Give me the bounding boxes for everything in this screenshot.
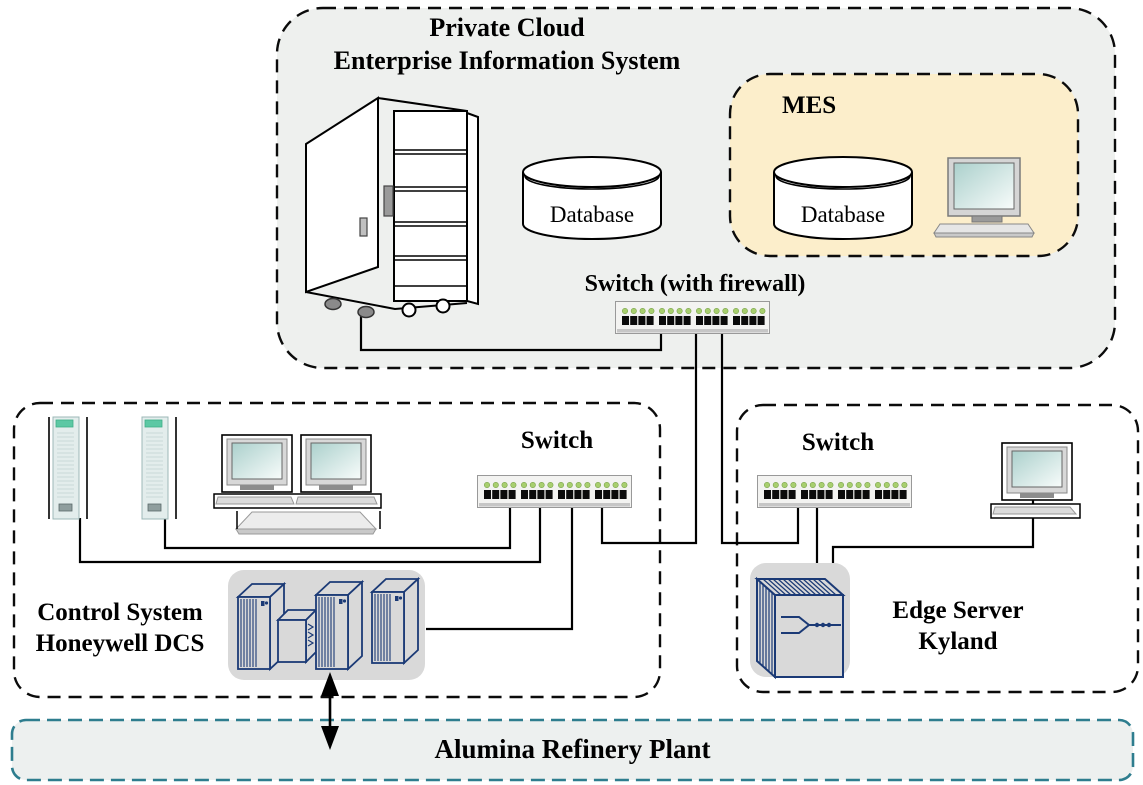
firewall-switch-icon [616,302,770,334]
cloud-title-line1: Private Cloud [429,13,585,42]
cloud-title-line2: Enterprise Information System [333,45,681,75]
edge-server-label: Edge Server Kyland [856,595,1060,658]
control-switch-label: Switch [520,427,594,454]
edge-server-icon [750,563,850,680]
database-label: Database [549,202,635,227]
engineer-keyboard-icon [990,503,1081,519]
mes-title: MES [782,92,837,119]
operator-workstation-2-icon [300,434,372,493]
rack-unit-2-icon [141,416,169,520]
rack-unit-1-icon [52,416,80,520]
plant-bar [10,718,1135,782]
cloud-section-title: Private Cloud Enterprise Information Sys… [277,12,737,77]
rack-unit-1-rails [48,417,88,519]
control-system-line2: Honeywell DCS [35,630,205,658]
connection-lines [78,312,1035,631]
firewall-switch-label: Switch (with firewall) [584,271,806,297]
mes-database-label: Database [800,202,886,227]
plant-link-arrow-icon [321,672,339,750]
server-rack-icon [305,96,479,319]
edge-server-line1: Edge Server [892,597,1024,624]
plant-bar-label: Alumina Refinery Plant [434,734,711,764]
mes-workstation-icon [933,157,1035,238]
edge-switch-label: Switch [801,429,875,456]
engineer-workstation-icon [1001,442,1073,501]
operator-keyboards-icon [213,493,382,535]
control-switch-icon [478,476,632,508]
control-system-line1: Control System [37,599,203,626]
control-system-label: Control System Honeywell DCS [14,597,226,660]
operator-workstation-1-icon [221,434,293,493]
dcs-controllers-icon [228,570,425,680]
edge-server-line2: Kyland [918,628,998,656]
edge-switch-icon [758,476,912,508]
